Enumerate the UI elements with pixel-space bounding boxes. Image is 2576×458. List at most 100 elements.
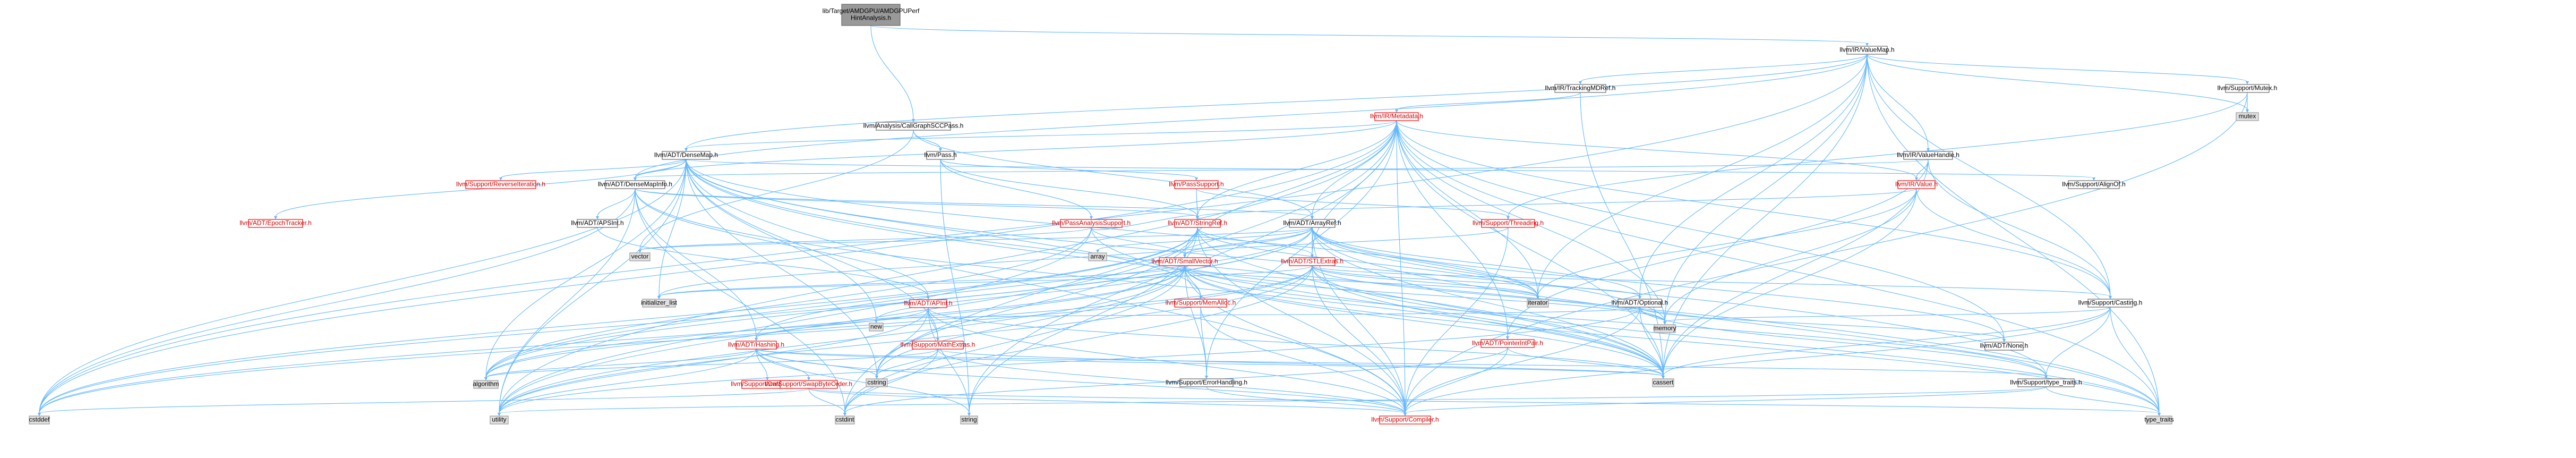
graph-node-utility[interactable]: utility	[490, 415, 509, 425]
graph-node-threading[interactable]: llvm/Support/Threading.h	[1473, 219, 1544, 228]
node-label: llvm/Support/AlignOf.h	[2062, 181, 2125, 188]
node-label: new	[870, 323, 882, 330]
graph-node-optional[interactable]: llvm/ADT/Optional.h	[1612, 299, 1668, 308]
graph-node-pass[interactable]: llvm/Pass.h	[924, 151, 957, 160]
graph-node-cstdint[interactable]: cstdint	[835, 415, 855, 425]
graph-node-mathextras[interactable]: llvm/Support/MathExtras.h	[901, 341, 975, 350]
dependency-edge	[635, 54, 1868, 179]
dependency-edge	[940, 159, 1198, 217]
graph-node-cstring[interactable]: cstring	[866, 378, 888, 387]
node-box	[866, 378, 888, 387]
graph-node-none[interactable]: llvm/ADT/None.h	[1980, 342, 2029, 351]
node-label: llvm/ADT/Hashing.h	[728, 341, 784, 349]
graph-node-valuehandle[interactable]: llvm/IR/ValueHandle.h	[1897, 151, 1959, 160]
dependency-edge	[876, 307, 1640, 321]
graph-node-cassert[interactable]: cassert	[1652, 378, 1674, 387]
graph-node-initlist[interactable]: initializer_list	[641, 299, 678, 308]
node-box	[2146, 415, 2172, 425]
graph-node-passanalysis[interactable]: llvm/PassAnalysisSupport.h	[1052, 219, 1131, 228]
dependency-edge	[686, 159, 2094, 179]
graph-node-array[interactable]: array	[1088, 252, 1107, 261]
dependency-edge	[1396, 120, 2160, 414]
node-box	[876, 122, 951, 131]
dependency-edge	[876, 265, 1185, 321]
graph-node-string[interactable]: string	[960, 415, 978, 425]
graph-node-arrayref[interactable]: llvm/ADT/ArrayRef.h	[1283, 219, 1341, 228]
edge-arrowhead	[684, 148, 688, 151]
dependency-edge	[686, 159, 877, 377]
graph-node-trackingmd[interactable]: llvm/IR/TrackingMDRef.h	[1545, 84, 1616, 93]
dependency-edge	[1396, 120, 1508, 337]
node-label: llvm/Support/Casting.h	[2078, 299, 2143, 307]
graph-node-errhandling[interactable]: llvm/Support/ErrorHandling.h	[1166, 378, 1247, 387]
dependency-edge	[1196, 188, 1509, 217]
graph-node-passsupport[interactable]: llvm/PassSupport.h	[1169, 180, 1224, 189]
dependency-edge	[756, 307, 929, 339]
dependency-edge	[1184, 265, 2160, 414]
node-box	[1903, 151, 1953, 160]
node-label: llvm/Support/Threading.h	[1473, 219, 1544, 227]
edge-arrowhead	[1395, 109, 1398, 113]
graph-node-densemap[interactable]: llvm/ADT/DenseMap.h	[654, 151, 718, 160]
dependency-edge	[1197, 227, 1313, 256]
graph-node-cgscc[interactable]: llvm/Analysis/CallGraphSCCPass.h	[863, 122, 964, 131]
graph-node-casting[interactable]: llvm/Support/Casting.h	[2078, 299, 2143, 308]
graph-node-irvaluemap[interactable]: llvm/IR/ValueMap.h	[1839, 46, 1895, 55]
node-box	[577, 219, 618, 228]
graph-node-smallvector[interactable]: llvm/ADT/SmallVector.h	[1151, 257, 1218, 266]
node-box	[960, 415, 978, 425]
graph-node-memalloc[interactable]: llvm/Support/MemAlloc.h	[1166, 299, 1236, 308]
dependency-edge	[1664, 54, 1868, 323]
node-label: llvm/ADT/EpochTracker.h	[239, 219, 312, 227]
graph-node-irvalue[interactable]: llvm/IR/Value.h	[1895, 180, 1938, 189]
dependency-edge	[485, 227, 1198, 378]
graph-node-epochtracker[interactable]: llvm/ADT/EpochTracker.h	[239, 219, 312, 228]
dependency-edge	[2110, 307, 2160, 414]
graph-node-typetraits[interactable]: type_traits	[2144, 415, 2174, 425]
dependency-edge	[635, 188, 1313, 217]
graph-node-vector[interactable]: vector	[629, 252, 651, 261]
dependency-edge	[1396, 120, 1664, 377]
graph-node-apsint[interactable]: llvm/ADT/APSInt.h	[571, 219, 624, 228]
dependency-edge	[485, 159, 687, 378]
dependency-edge	[1663, 159, 1929, 377]
dependency-edge	[639, 130, 914, 251]
graph-node-reverseiter[interactable]: llvm/Support/ReverseIteration.h	[456, 180, 545, 189]
node-box	[869, 323, 884, 332]
graph-node-new[interactable]: new	[869, 323, 884, 332]
graph-node-root[interactable]: lib/Target/AMDGPU/AMDGPUPerfHintAnalysis…	[823, 4, 920, 26]
graph-node-algorithm[interactable]: algorithm	[473, 380, 499, 389]
dependency-edge	[1184, 265, 1664, 377]
graph-node-typetraitsllvm[interactable]: llvm/Support/type_traits.h	[2010, 378, 2082, 387]
edge-arrowhead	[875, 376, 878, 379]
graph-node-compiler[interactable]: llvm/Support/Compiler.h	[1371, 415, 1439, 425]
graph-node-stlextras[interactable]: llvm/ADT/STLExtras.h	[1281, 257, 1343, 266]
graph-node-cstddef[interactable]: cstddef	[29, 415, 50, 425]
graph-node-densemapinfo[interactable]: llvm/ADT/DenseMapInfo.h	[598, 180, 672, 189]
dependency-edge	[928, 307, 970, 414]
graph-node-memory[interactable]: memory	[1653, 324, 1676, 333]
graph-node-ptrintpair[interactable]: llvm/ADT/PointerIntPair.h	[1472, 339, 1543, 348]
graph-node-hashing[interactable]: llvm/ADT/Hashing.h	[728, 341, 784, 350]
dependency-edge	[844, 265, 1185, 414]
graph-node-swapbyte[interactable]: llvm/Support/SwapByteOrder.h	[765, 380, 852, 389]
dependency-edge	[597, 188, 636, 217]
dependency-edge	[844, 120, 1397, 414]
node-label: llvm/ADT/APSInt.h	[571, 219, 623, 227]
graph-node-apint[interactable]: llvm/ADT/APInt.h	[904, 299, 953, 308]
dependency-edge	[1396, 120, 2111, 297]
graph-node-stringref[interactable]: llvm/ADT/StringRef.h	[1168, 219, 1227, 228]
edge-arrowhead	[1506, 336, 1509, 340]
graph-node-alignof[interactable]: llvm/Support/AlignOf.h	[2062, 180, 2126, 189]
dependency-edge	[1396, 120, 2005, 340]
node-box	[1159, 257, 1211, 266]
node-box	[926, 151, 955, 160]
graph-node-metadata[interactable]: llvm/IR/Metadata.h	[1370, 112, 1423, 121]
graph-node-mutexstd[interactable]: mutex	[2236, 112, 2259, 121]
dependency-edge	[844, 349, 938, 414]
node-box	[2017, 378, 2075, 387]
graph-node-mutex[interactable]: llvm/Support/Mutex.h	[2218, 84, 2278, 93]
node-box	[735, 341, 777, 350]
graph-node-iterator[interactable]: iterator	[1527, 299, 1549, 308]
node-label: lib/Target/AMDGPU/AMDGPUPerf	[823, 7, 920, 15]
